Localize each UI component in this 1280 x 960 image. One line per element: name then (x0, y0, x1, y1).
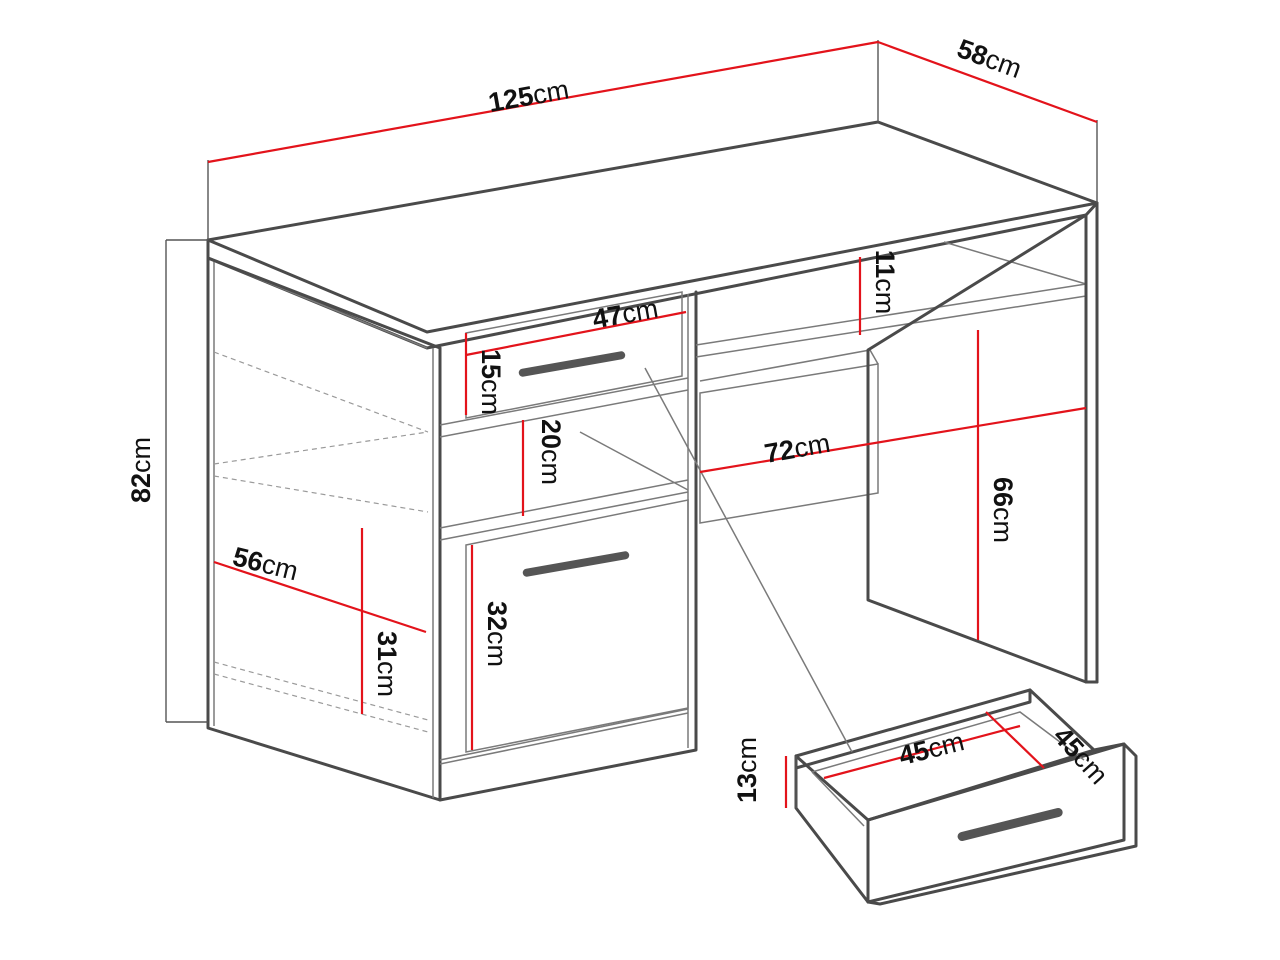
desk-top-front-edge (206, 201, 1099, 350)
plinth-line (439, 712, 689, 765)
label-top-drawer-width-unit: cm (620, 293, 661, 329)
label-top-drawer-width: 47cm (590, 293, 660, 334)
desk (206, 120, 1099, 802)
hidden-shelf-1 (213, 351, 429, 433)
drawer-leader-line (644, 367, 853, 753)
label-top-drawer-height: 15cm (476, 349, 506, 415)
label-drawer-width-num: 45 (896, 735, 932, 771)
dim-depth-line (877, 40, 1098, 124)
label-open-shelf: 20cm (536, 419, 566, 485)
door-handle (522, 551, 630, 577)
drawer-bottom-inner (811, 711, 1085, 773)
middle-shelf-2 (439, 389, 689, 438)
open-drawer (644, 367, 1138, 906)
dim-top-drawer-width-line (465, 310, 687, 357)
label-depth: 58cm (953, 33, 1025, 84)
hidden-shelf-2 (213, 431, 429, 465)
label-top-drawer-height-unit: cm (476, 379, 506, 415)
label-drawer-side-num: 13 (732, 773, 762, 803)
label-upper-shelf-unit: cm (870, 278, 900, 314)
label-cabinet-lower-num: 31 (372, 631, 402, 661)
middle-shelf (439, 377, 689, 426)
label-cabinet-depth-unit: cm (259, 549, 301, 587)
label-top-drawer-width-num: 47 (590, 300, 625, 335)
drawer-outline (794, 754, 870, 904)
label-knee-width-unit: cm (792, 428, 833, 464)
lower-shelf (439, 479, 689, 529)
lower-shelf-2 (439, 491, 689, 541)
label-height-unit: cm (126, 437, 156, 473)
hidden-shelf-3 (213, 475, 429, 513)
hidden-shelf-4 (213, 661, 429, 721)
top-drawer-handle (518, 351, 626, 377)
pedestal-front (438, 290, 698, 802)
label-cabinet-depth-num: 56 (230, 541, 266, 577)
label-width-num: 125 (486, 81, 536, 118)
dim-drawer-width-line (823, 724, 1021, 780)
label-knee-height-num: 66 (988, 477, 1018, 507)
right-drawer-top (699, 349, 879, 382)
door-front (465, 499, 689, 753)
drawer-handle (957, 808, 1063, 841)
label-drawer-depth: 45cm (1047, 721, 1113, 790)
label-top-drawer-height-num: 15 (476, 349, 506, 379)
hidden-shelf-5 (213, 673, 429, 733)
right-drawer-front (699, 363, 879, 524)
dim-cabinet-depth-line (213, 560, 427, 634)
upper-shelf-2 (695, 295, 1087, 358)
dim-width-line (207, 40, 879, 164)
label-drawer-side-unit: cm (732, 737, 762, 773)
drawer-bottom-inner-2 (811, 771, 865, 827)
label-height: 82cm (126, 437, 156, 503)
dim-drawer-depth-line (985, 711, 1045, 769)
label-drawer-width: 45cm (896, 726, 967, 771)
label-door-height-unit: cm (482, 631, 512, 667)
label-knee-height-unit: cm (988, 507, 1018, 543)
drawer-right-side (866, 688, 1126, 904)
label-drawer-width-unit: cm (925, 726, 967, 764)
label-knee-width: 72cm (762, 428, 832, 469)
label-door-height-num: 32 (482, 601, 512, 631)
label-knee-height: 66cm (988, 477, 1018, 543)
shelf-depth-line (579, 431, 689, 491)
dim-knee-width-line (699, 406, 1087, 474)
label-cabinet-lower: 31cm (372, 631, 402, 697)
label-width-unit: cm (530, 74, 571, 110)
dimension-labels: 125cm 58cm 82cm 47cm 15cm 20cm 11cm 72cm… (126, 33, 1114, 803)
label-open-shelf-num: 20 (536, 419, 566, 449)
label-door-height: 32cm (482, 601, 512, 667)
label-width: 125cm (486, 74, 571, 118)
label-open-shelf-unit: cm (536, 449, 566, 485)
extension-lines (165, 40, 1098, 808)
label-height-num: 82 (126, 473, 156, 503)
plinth-line-2 (439, 708, 689, 761)
right-leg-panel (866, 213, 1088, 684)
label-drawer-side: 13cm (732, 737, 762, 803)
drawer-front-panel (866, 742, 1138, 906)
label-cabinet-depth: 56cm (230, 541, 301, 586)
label-upper-shelf: 11cm (870, 250, 900, 315)
dimension-lines (207, 40, 1098, 808)
label-knee-width-num: 72 (762, 434, 797, 469)
label-cabinet-lower-unit: cm (372, 661, 402, 697)
upper-shelf-back (943, 241, 1087, 285)
upper-shelf (695, 283, 1087, 346)
label-upper-shelf-num: 11 (870, 250, 900, 279)
